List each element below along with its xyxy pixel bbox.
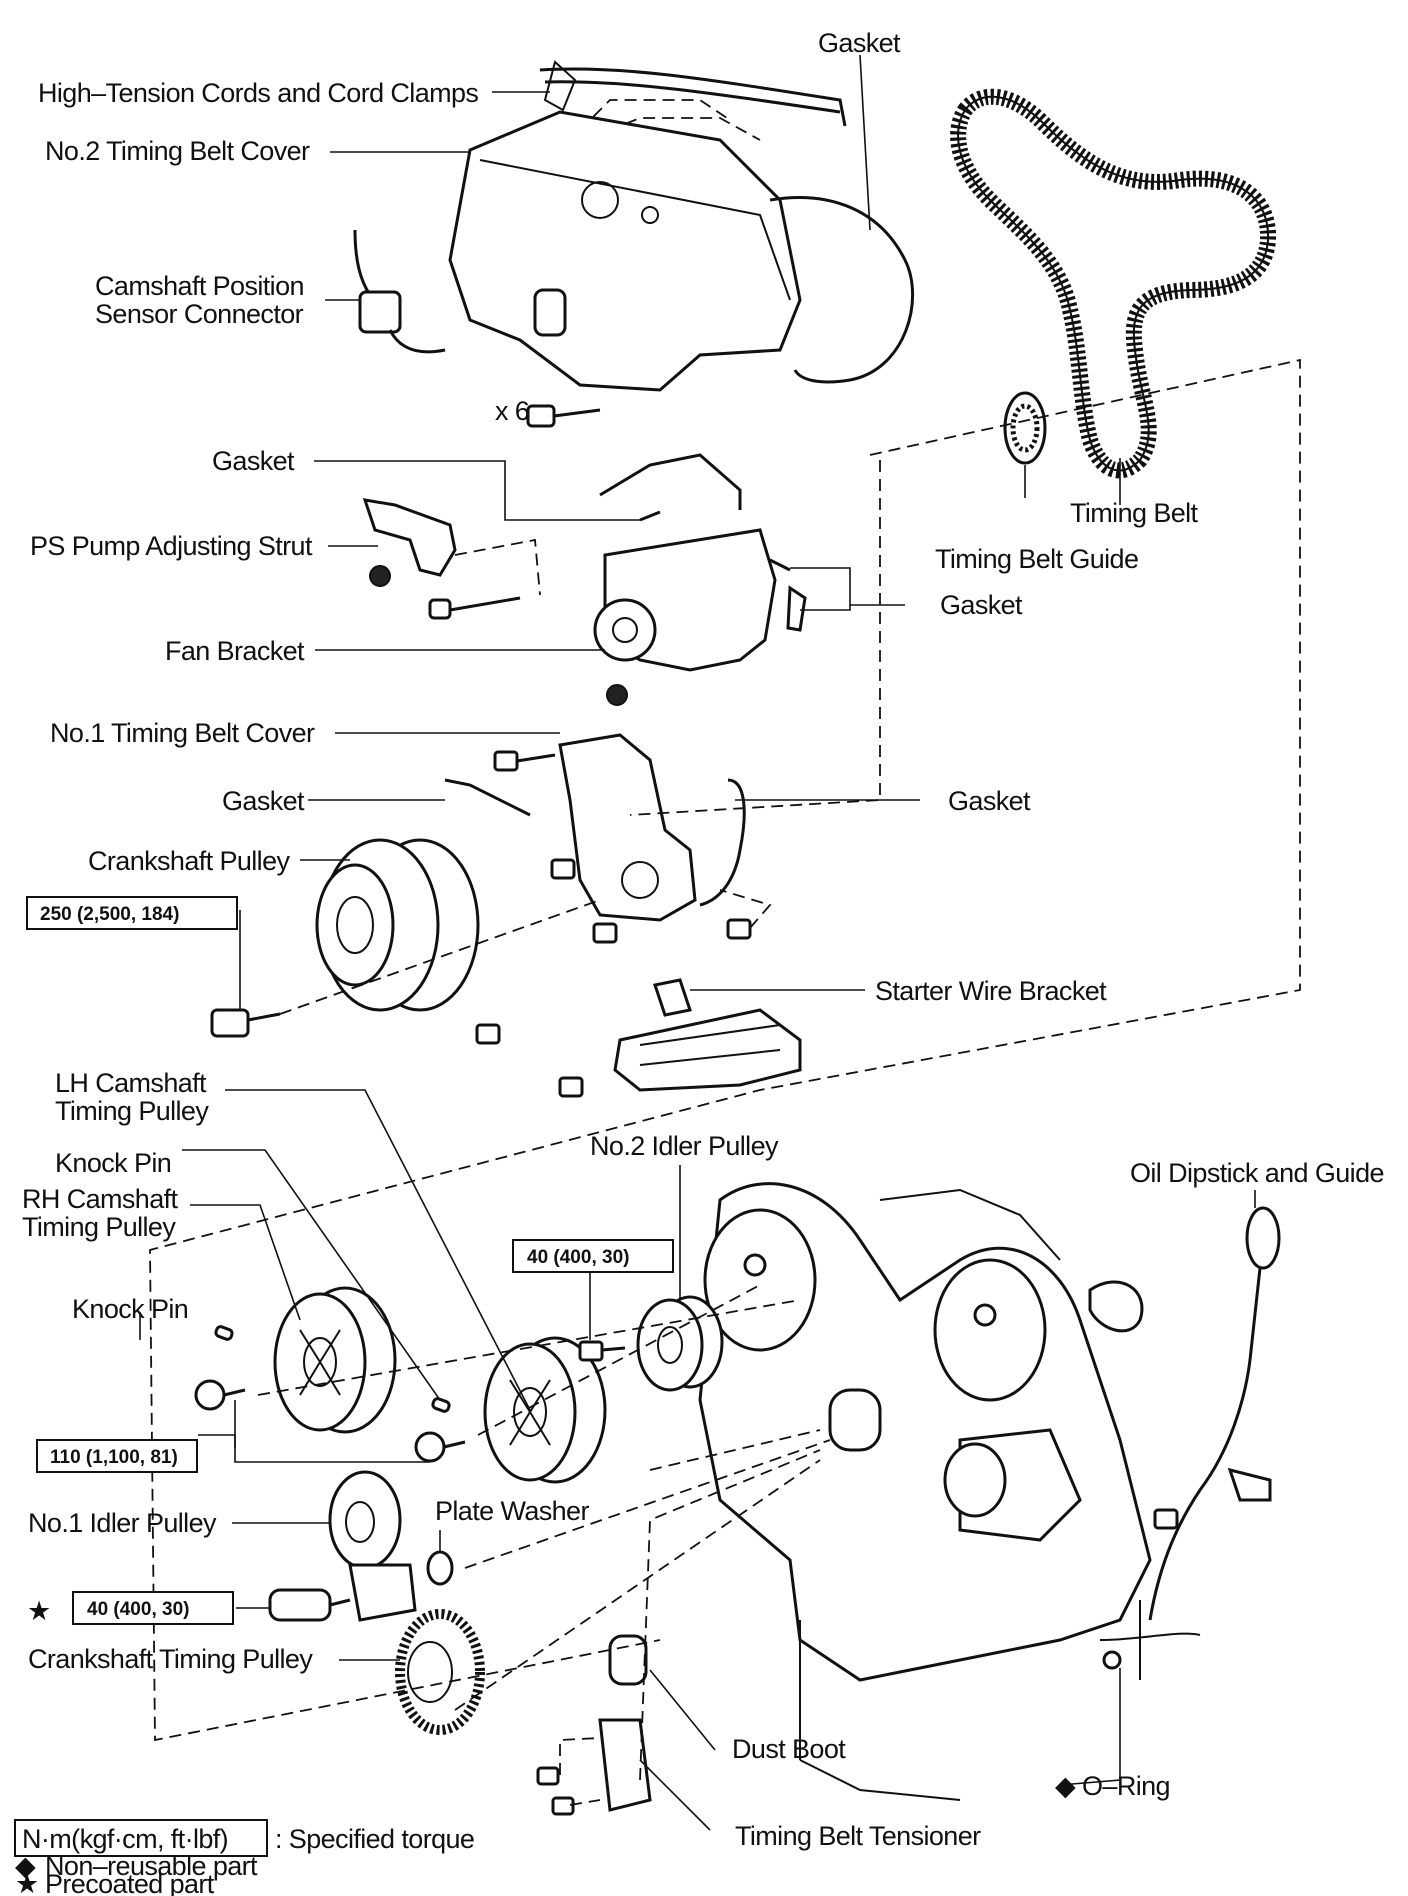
no2-idler-pulley-drawing [578, 1295, 724, 1392]
label-fan-bracket: Fan Bracket [165, 636, 305, 666]
cam-bolts-drawing [194, 1379, 466, 1463]
label-timing-belt-guide: Timing Belt Guide [935, 544, 1138, 574]
no1-idler-pulley-drawing [268, 1470, 454, 1622]
legend-non-reusable: Non–reusable part [45, 1851, 258, 1881]
label-plate-washer: Plate Washer [435, 1496, 589, 1526]
leader-lines [139, 54, 1256, 1831]
label-knock-pin-2: Knock Pin [72, 1294, 188, 1324]
camshaft-sensor-connector-drawing [353, 229, 446, 354]
legend-precoated: Precoated part [45, 1869, 215, 1896]
label-oil-dipstick: Oil Dipstick and Guide [1130, 1158, 1384, 1188]
legend-torque-units: N·m(kgf·cm, ft·lbf) [22, 1824, 228, 1854]
knock-pin-2-drawing [214, 1325, 234, 1341]
gasket-top-drawing [769, 196, 914, 384]
label-knock-pin-1: Knock Pin [55, 1148, 171, 1178]
oil-dipstick-drawing [1102, 1206, 1281, 1670]
label-no1-timing-belt-cover: No.1 Timing Belt Cover [50, 718, 315, 748]
timing-belt-drawing [950, 88, 1277, 479]
gasket-5-drawing [699, 778, 746, 907]
torque-box-crank-bolt: 250 (2,500, 184) [26, 896, 238, 930]
ps-pump-strut-drawing [362, 498, 541, 596]
engine-block-drawing [698, 1182, 1201, 1801]
legend-star-symbol: ★ [15, 1869, 39, 1896]
gasket-4-drawing [444, 778, 531, 817]
o-ring-diamond-marker: ◆ [1055, 1771, 1076, 1801]
torque-box-no1-idler: ★ 40 (400, 30) [27, 1591, 234, 1626]
torque-box-cam-bolt: 110 (1,100, 81) [36, 1439, 198, 1473]
label-gasket-top: Gasket [818, 28, 901, 58]
label-sensor-connector: Sensor Connector [95, 299, 304, 329]
crankshaft-timing-pulley-drawing [395, 1609, 485, 1735]
starter-wire-bracket-drawing [475, 978, 802, 1098]
no2-timing-belt-cover-drawing [448, 110, 802, 392]
legend: N·m(kgf·cm, ft·lbf) : Specified torque ◆… [14, 1819, 475, 1896]
label-gasket-5: Gasket [948, 786, 1031, 816]
crankshaft-pulley-drawing [210, 838, 601, 1038]
label-gasket-3: Gasket [940, 590, 1023, 620]
label-timing-belt-tensioner: Timing Belt Tensioner [735, 1821, 981, 1851]
label-ps-pump-strut: PS Pump Adjusting Strut [30, 531, 313, 561]
label-x6: x 6 [495, 396, 529, 426]
label-no1-idler-pulley: No.1 Idler Pulley [28, 1508, 217, 1538]
no1-timing-belt-cover-drawing [493, 733, 772, 944]
label-rh-timing-pulley: Timing Pulley [22, 1212, 176, 1242]
legend-torque-text: : Specified torque [275, 1824, 474, 1854]
phantom-lines [149, 358, 1301, 1781]
lh-camshaft-pulley-drawing [483, 1336, 607, 1484]
label-rh-camshaft: RH Camshaft [22, 1184, 179, 1214]
label-crankshaft-pulley: Crankshaft Pulley [88, 846, 290, 876]
label-no2-timing-belt-cover: No.2 Timing Belt Cover [45, 136, 310, 166]
label-high-tension-cords: High–Tension Cords and Cord Clamps [38, 78, 478, 108]
torque-box-no2-idler: 40 (400, 30) [512, 1239, 674, 1273]
svg-text:40 (400, 30): 40 (400, 30) [87, 1599, 189, 1620]
label-starter-wire-bracket: Starter Wire Bracket [875, 976, 1107, 1006]
x6-bolt-drawing [526, 404, 601, 428]
label-lh-camshaft: LH Camshaft [55, 1068, 207, 1098]
fan-bracket-drawing [428, 528, 807, 706]
svg-text:40 (400, 30): 40 (400, 30) [527, 1247, 629, 1268]
precoated-star-marker: ★ [27, 1596, 51, 1626]
svg-text:110 (1,100, 81): 110 (1,100, 81) [50, 1447, 178, 1468]
legend-diamond-symbol: ◆ [15, 1851, 36, 1881]
label-camshaft-position: Camshaft Position [95, 271, 304, 301]
label-timing-belt: Timing Belt [1070, 498, 1199, 528]
label-no2-idler-pulley: No.2 Idler Pulley [590, 1131, 779, 1161]
label-gasket-4: Gasket [222, 786, 305, 816]
label-o-ring: O–Ring [1082, 1771, 1170, 1801]
label-dust-boot: Dust Boot [732, 1734, 846, 1764]
tensioner-drawing [536, 1634, 652, 1816]
label-lh-timing-pulley: Timing Pulley [55, 1096, 209, 1126]
timing-belt-guide-drawing [1003, 391, 1047, 465]
label-crankshaft-timing-pulley: Crankshaft Timing Pulley [28, 1644, 313, 1674]
rh-camshaft-pulley-drawing [273, 1286, 397, 1434]
label-gasket-2: Gasket [212, 446, 295, 476]
knock-pin-1-drawing [431, 1397, 451, 1413]
gasket-2-drawing [599, 453, 742, 522]
svg-text:250 (2,500, 184): 250 (2,500, 184) [40, 904, 179, 925]
